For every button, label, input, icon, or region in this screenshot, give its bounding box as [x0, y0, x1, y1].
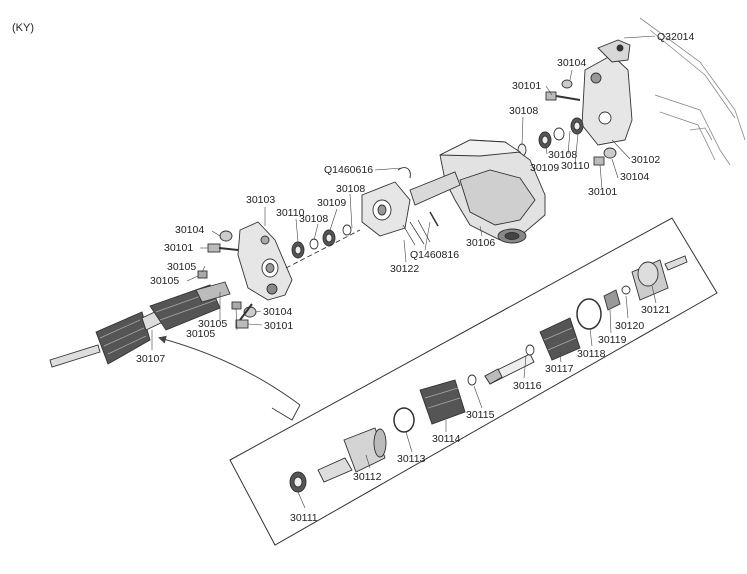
callout-labels: Q32014 30104 30101 30108 30108 30109 301… [136, 31, 695, 524]
callout-30101: 30101 [512, 80, 541, 92]
callout-30102: 30102 [631, 154, 660, 166]
callout-30118: 30118 [577, 348, 606, 360]
callout-30104: 30104 [557, 57, 586, 69]
callout-30115: 30115 [466, 409, 495, 421]
callout-30108: 30108 [548, 149, 577, 161]
callout-30122: 30122 [390, 263, 419, 275]
callout-30111: 30111 [290, 512, 318, 524]
callout-30116: 30116 [513, 380, 542, 392]
callout-30120: 30120 [615, 320, 644, 332]
callout-30104: 30104 [263, 306, 292, 318]
callout-q1460816: Q1460816 [410, 249, 459, 261]
callout-30104: 30104 [175, 224, 204, 236]
callout-30101: 30101 [588, 186, 617, 198]
callout-q32014: Q32014 [657, 31, 695, 43]
callout-30105: 30105 [167, 261, 196, 273]
callout-30101: 30101 [164, 242, 193, 254]
callout-30109: 30109 [530, 162, 559, 174]
callout-30119: 30119 [598, 334, 627, 346]
callout-30105: 30105 [186, 328, 215, 340]
callout-30108: 30108 [299, 213, 328, 225]
drive-shaft-assembly [49, 281, 231, 368]
callout-30105: 30105 [150, 275, 179, 287]
inset-outer-joint [539, 255, 688, 361]
callout-30109: 30109 [317, 197, 346, 209]
callout-30104: 30104 [620, 171, 649, 183]
left-seals [291, 224, 352, 259]
callout-30117: 30117 [545, 363, 574, 375]
callout-30108: 30108 [509, 105, 538, 117]
leader-lines [151, 35, 657, 509]
callout-30108: 30108 [336, 183, 365, 195]
intermediate-bracket [361, 167, 439, 246]
callout-30113: 30113 [397, 453, 426, 465]
inset-shaft [484, 344, 535, 385]
callout-30121: 30121 [641, 304, 670, 316]
inset-boot-joint [289, 374, 477, 493]
vehicle-body-outline [639, 17, 746, 166]
callout-30105: 30105 [198, 318, 227, 330]
center-dashed-axis [285, 229, 361, 269]
upper-bracket [581, 39, 633, 146]
callout-30101: 30101 [264, 320, 293, 332]
callout-30106: 30106 [466, 237, 495, 249]
callout-30112: 30112 [353, 471, 382, 483]
differential-housing [409, 139, 546, 244]
callout-30103: 30103 [246, 194, 275, 206]
callout-q1460616: Q1460616 [324, 164, 373, 176]
callout-30110: 30110 [561, 160, 590, 172]
left-bracket [237, 221, 293, 301]
inset-pointer-arrow [158, 335, 301, 406]
inset-panel [229, 217, 718, 546]
callout-30107: 30107 [136, 353, 165, 365]
callout-30110: 30110 [276, 207, 305, 219]
variant-code: (KY) [12, 22, 34, 34]
upper-bolts [545, 79, 617, 166]
callout-30114: 30114 [432, 433, 461, 445]
